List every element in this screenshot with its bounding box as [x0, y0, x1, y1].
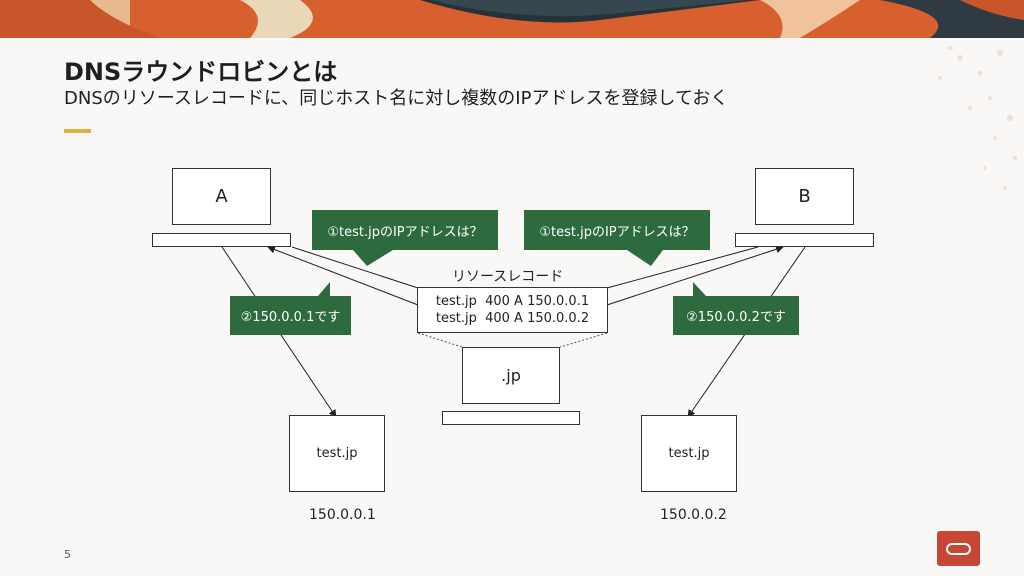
test-jp-server-left-label: test.jp: [316, 446, 358, 461]
jp-server-monitor: .jp: [462, 347, 560, 404]
decorative-texture: [938, 46, 1018, 190]
test-jp-server-right: test.jp: [641, 415, 737, 492]
client-a-monitor: A: [172, 168, 271, 225]
brand-logo: [937, 531, 980, 566]
resource-record-title: リソースレコード: [452, 269, 564, 285]
client-b-base: [735, 233, 874, 247]
test-jp-server-left: test.jp: [289, 415, 385, 492]
client-a-label: A: [215, 186, 228, 207]
client-b-monitor: B: [755, 168, 854, 225]
client-a-base: [152, 233, 291, 247]
answer-callout-left: ②150.0.0.1です: [230, 296, 351, 335]
ip-address-right: 150.0.0.2: [660, 507, 727, 523]
test-jp-server-right-label: test.jp: [668, 446, 710, 461]
slide-title: DNSラウンドロビンとは: [64, 58, 338, 86]
page-number: 5: [64, 548, 71, 561]
ip-address-left: 150.0.0.1: [309, 507, 376, 523]
client-b-label: B: [798, 186, 811, 207]
accent-bar: [64, 129, 91, 133]
jp-server-label: .jp: [501, 366, 521, 385]
slide-subtitle: DNSのリソースレコードに、同じホスト名に対し複数のIPアドレスを登録しておく: [64, 88, 729, 109]
answer-callout-right: ②150.0.0.2です: [673, 296, 799, 335]
resource-record-line: test.jp 400 A 150.0.0.2: [435, 311, 590, 326]
resource-record-box: test.jp 400 A 150.0.0.1 test.jp 400 A 15…: [417, 287, 608, 333]
decorative-banner: [0, 0, 1024, 38]
query-callout-left: ①test.jpのIPアドレスは？: [312, 210, 498, 250]
resource-record-line: test.jp 400 A 150.0.0.1: [435, 294, 590, 309]
query-callout-right: ①test.jpのIPアドレスは？: [524, 210, 710, 250]
jp-server-base: [442, 411, 580, 425]
